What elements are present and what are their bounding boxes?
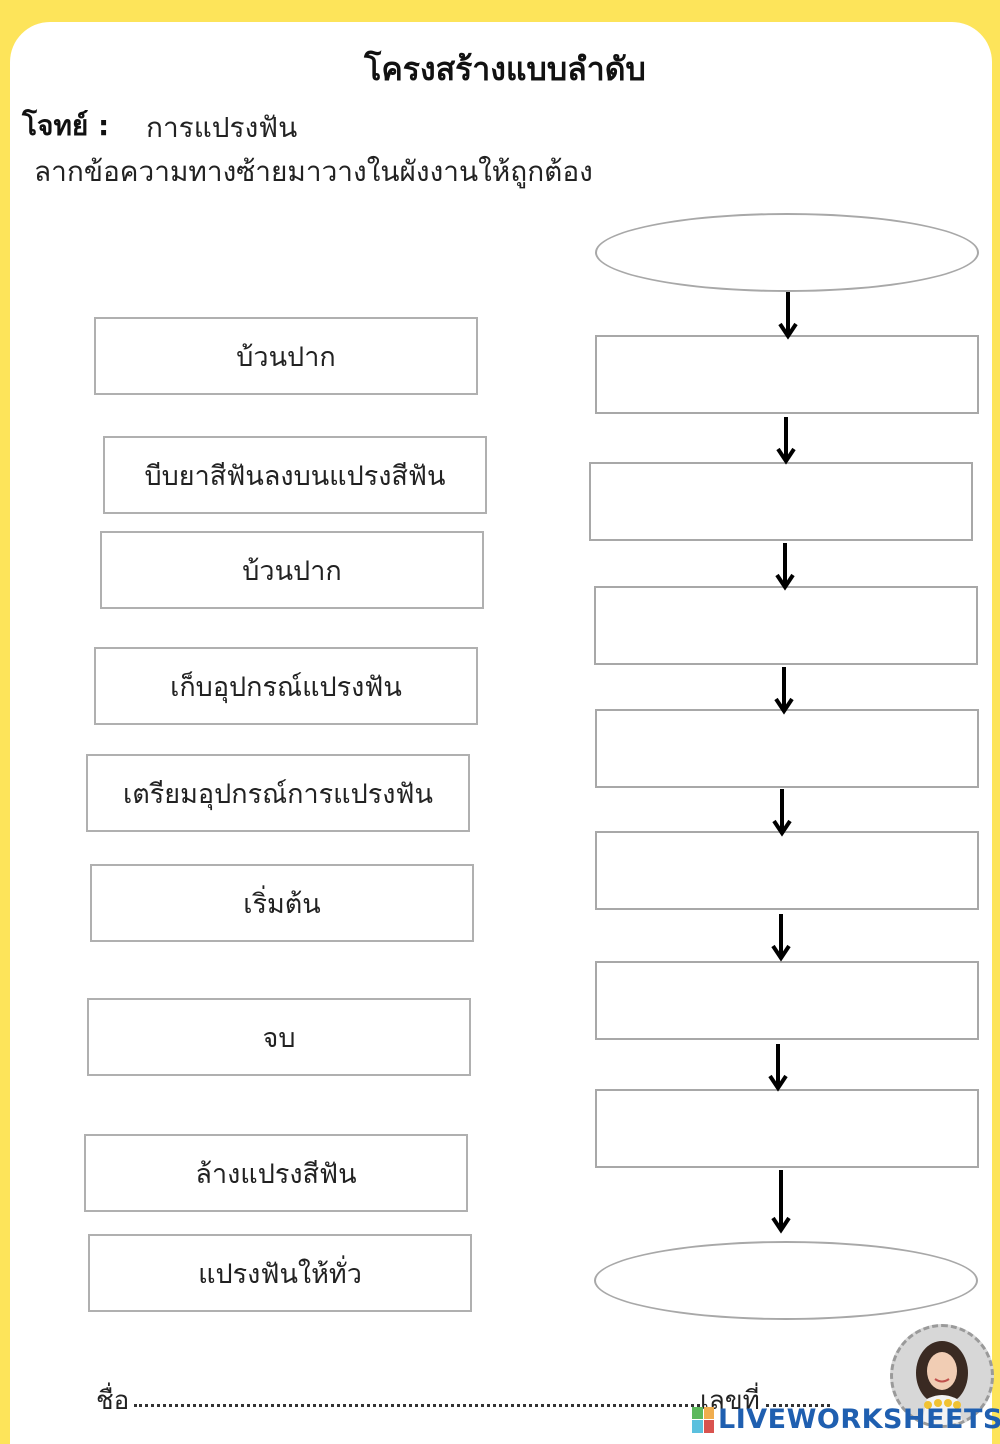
option-card[interactable]: จบ: [87, 998, 471, 1076]
brand-logo: LIVEWORKSHEETS: [692, 1404, 1000, 1435]
flowchart-process-slot[interactable]: [595, 961, 979, 1040]
option-label: เก็บอุปกรณ์แปรงฟัน: [170, 665, 402, 708]
down-arrow-icon: [768, 1044, 788, 1092]
name-label: ชื่อ: [96, 1380, 129, 1421]
flowchart-end-slot[interactable]: [594, 1241, 978, 1320]
option-label: บ้วนปาก: [242, 549, 341, 592]
problem-text: การแปรงฟัน: [146, 106, 297, 150]
name-field[interactable]: [134, 1404, 700, 1407]
down-arrow-icon: [771, 1170, 791, 1234]
option-label: บีบยาสีฟันลงบนแปรงสีฟัน: [145, 454, 446, 497]
problem-label: โจทย์ :: [22, 104, 109, 148]
option-card[interactable]: บีบยาสีฟันลงบนแปรงสีฟัน: [103, 436, 487, 514]
option-card[interactable]: เริ่มต้น: [90, 864, 474, 942]
option-card[interactable]: บ้วนปาก: [100, 531, 484, 609]
option-label: จบ: [263, 1016, 296, 1059]
flowchart-start-slot[interactable]: [595, 213, 979, 292]
flowchart-process-slot[interactable]: [595, 335, 979, 414]
option-card[interactable]: บ้วนปาก: [94, 317, 478, 395]
flowchart-process-slot[interactable]: [595, 1089, 979, 1168]
flowchart-process-slot[interactable]: [594, 586, 978, 665]
brand-name: LIVEWORKSHEETS: [718, 1404, 1000, 1435]
down-arrow-icon: [776, 417, 796, 465]
option-label: เริ่มต้น: [243, 882, 321, 925]
flowchart-process-slot[interactable]: [589, 462, 973, 541]
option-card[interactable]: แปรงฟันให้ทั่ว: [88, 1234, 472, 1312]
option-label: เตรียมอุปกรณ์การแปรงฟัน: [123, 772, 433, 815]
option-label: ล้างแปรงสีฟัน: [195, 1152, 356, 1195]
flowchart-process-slot[interactable]: [595, 831, 979, 910]
brand-mark-icon: [692, 1407, 714, 1433]
option-card[interactable]: ล้างแปรงสีฟัน: [84, 1134, 468, 1212]
down-arrow-icon: [772, 789, 792, 837]
option-label: แปรงฟันให้ทั่ว: [198, 1252, 362, 1295]
option-card[interactable]: เก็บอุปกรณ์แปรงฟัน: [94, 647, 478, 725]
down-arrow-icon: [774, 667, 794, 715]
page-title: โครงสร้างแบบลำดับ: [0, 44, 1000, 95]
down-arrow-icon: [771, 914, 791, 962]
option-label: บ้วนปาก: [236, 335, 335, 378]
option-card[interactable]: เตรียมอุปกรณ์การแปรงฟัน: [86, 754, 470, 832]
down-arrow-icon: [778, 292, 798, 340]
instruction-text: ลากข้อความทางซ้ายมาวางในผังงานให้ถูกต้อง: [34, 150, 593, 194]
down-arrow-icon: [775, 543, 795, 591]
flowchart-process-slot[interactable]: [595, 709, 979, 788]
